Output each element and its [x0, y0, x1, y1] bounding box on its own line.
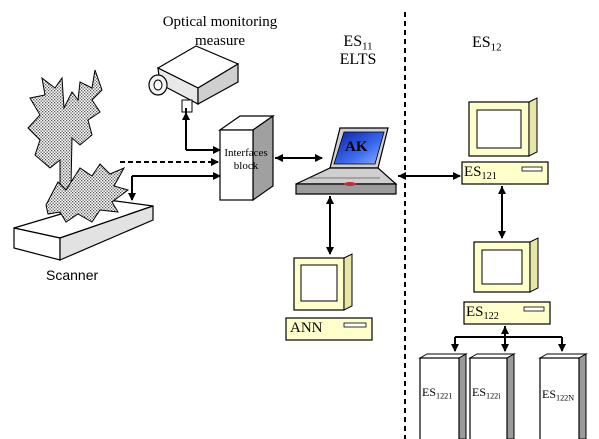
elts-label: ELTS: [339, 51, 377, 68]
server-es1221-icon: [418, 353, 468, 439]
optical-monitoring-label: Optical monitoring measure: [160, 13, 280, 51]
plant-icon: [27, 69, 103, 233]
es11-elts-label: ES11 ELTS: [328, 33, 388, 69]
interfaces-block: [218, 114, 275, 202]
camera-icon: [148, 45, 240, 113]
laptop-ak-icon: [295, 127, 398, 195]
es122i-label: ES122i: [472, 385, 501, 401]
es1221-label: ES1221: [422, 385, 453, 401]
server-es122N-icon: [538, 353, 588, 439]
es11-label: ES11: [343, 33, 373, 53]
optical-label-line1: Optical monitoring: [162, 14, 278, 30]
scanner-label: Scanner: [46, 267, 99, 283]
es121-label: ES121: [464, 164, 497, 183]
computer-es122-icon: [463, 237, 551, 325]
connector-lines: [120, 108, 566, 352]
scanner-icon: [13, 163, 154, 261]
es122-label: ES122: [466, 304, 499, 323]
interfaces-label-line1: Interfaces: [224, 147, 268, 159]
interfaces-label-line2: block: [233, 160, 259, 172]
ann-label: ANN: [290, 320, 323, 336]
computer-es121-icon: [461, 97, 549, 185]
es12-label: ES12: [472, 34, 502, 54]
interfaces-block-label: Interfaces block: [214, 147, 278, 173]
ak-label: AK: [345, 139, 368, 155]
server-es122i-icon: [468, 353, 516, 439]
computer-ann-icon: [285, 253, 373, 341]
optical-label-line2: measure: [195, 33, 245, 49]
es122N-label: ES122N: [542, 387, 575, 403]
